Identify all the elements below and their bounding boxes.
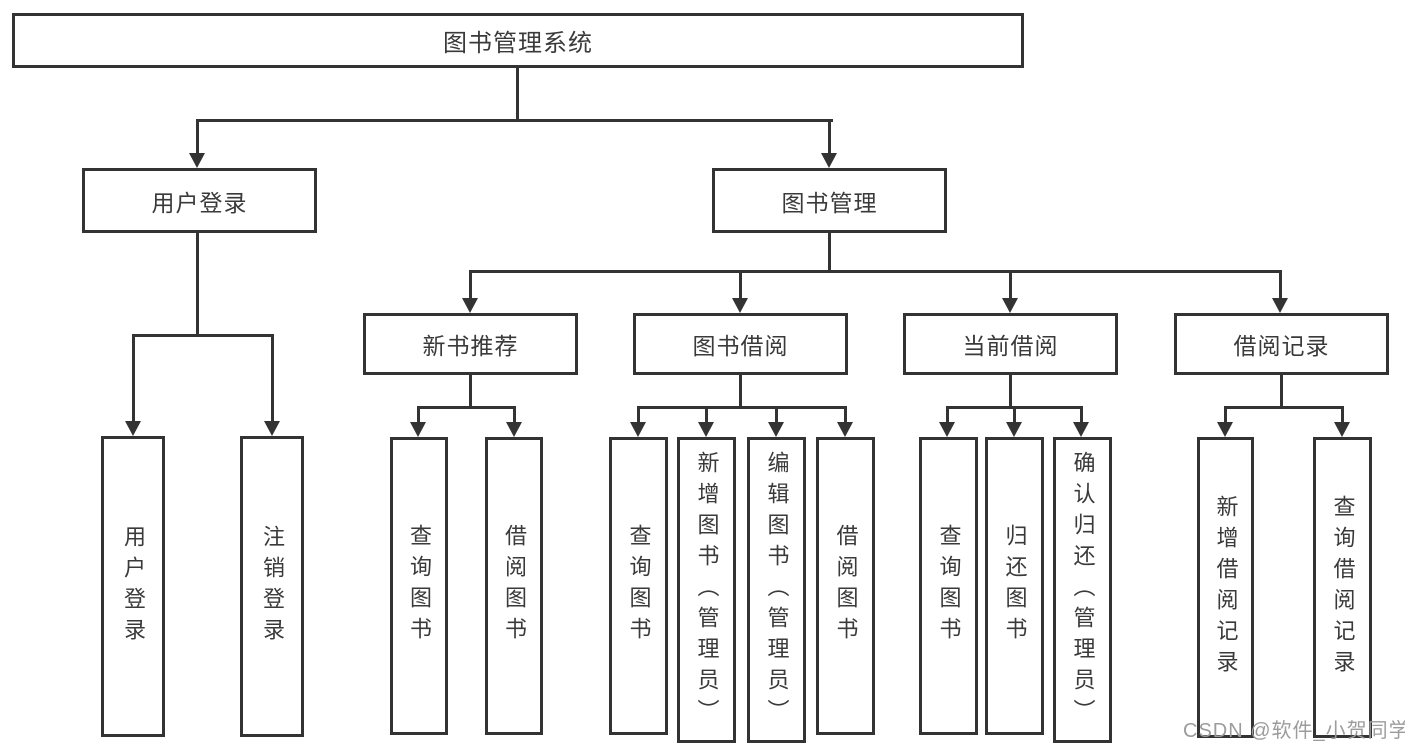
connector-newbooks-bar xyxy=(417,406,516,409)
arrowhead-cb-return xyxy=(1006,422,1022,437)
leaf-newbook-query-books-label: 查询图书 xyxy=(407,524,432,648)
leaf-borrowing-borrow-books: 借阅图书 xyxy=(816,437,875,735)
connector-newbooks-stem xyxy=(469,270,472,300)
connector-cb-query-stem xyxy=(946,406,949,424)
leaf-current-query-books-label: 查询图书 xyxy=(936,524,962,648)
node-library-management-system: 图书管理系统 xyxy=(12,13,1024,68)
connector-leaf-userlogin-stem xyxy=(132,334,135,422)
leaf-current-query-books: 查询图书 xyxy=(919,437,978,735)
leaf-edit-books-admin-label: 编辑图书（管理员） xyxy=(764,450,790,730)
connector-userlogin-bar xyxy=(132,334,274,337)
connector-newbooks-down xyxy=(469,375,472,409)
connector-root-stem xyxy=(516,67,519,121)
leaf-edit-books-admin: 编辑图书（管理员） xyxy=(747,437,806,743)
arrowhead-leaf-logout xyxy=(264,421,280,436)
arrowhead-userlogin xyxy=(189,153,205,168)
connector-bb-borrow-stem xyxy=(844,406,847,424)
leaf-newbook-borrow-books-label: 借阅图书 xyxy=(502,524,527,648)
leaf-logout: 注销登录 xyxy=(240,436,304,737)
connector-br-add-stem xyxy=(1224,406,1227,424)
leaf-borrowing-borrow-books-label: 借阅图书 xyxy=(833,524,859,648)
arrowhead-bb-add xyxy=(698,422,714,437)
arrowhead-br-query xyxy=(1334,422,1350,437)
leaf-add-borrow-record: 新增借阅记录 xyxy=(1197,437,1254,738)
connector-nb-borrow-stem xyxy=(513,406,516,424)
connector-level3-bar xyxy=(469,270,1282,273)
leaf-add-books-admin-label: 新增图书（管理员） xyxy=(694,450,720,730)
arrowhead-cb-query xyxy=(939,422,955,437)
arrowhead-bookmgmt xyxy=(821,153,837,168)
leaf-add-books-admin: 新增图书（管理员） xyxy=(677,437,736,743)
connector-userlogin-stem xyxy=(196,119,199,155)
leaf-newbook-query-books: 查询图书 xyxy=(390,437,448,735)
node-book-management: 图书管理 xyxy=(712,168,947,233)
arrowhead-bb-edit xyxy=(768,422,784,437)
arrowhead-nb-borrow xyxy=(506,422,522,437)
arrowhead-currentborrow xyxy=(1002,298,1018,313)
connector-bookmgmt-stem xyxy=(828,119,831,155)
leaf-user-login: 用户登录 xyxy=(101,436,165,737)
arrowhead-leaf-userlogin xyxy=(125,421,141,436)
leaf-query-borrow-record-label: 查询借阅记录 xyxy=(1330,494,1356,681)
leaf-borrowing-query-books: 查询图书 xyxy=(609,437,668,735)
leaf-confirm-return-admin-label: 确认归还（管理员） xyxy=(1070,450,1096,730)
arrowhead-bookborrow xyxy=(732,298,748,313)
leaf-logout-label: 注销登录 xyxy=(260,524,285,649)
connector-nb-query-stem xyxy=(417,406,420,424)
arrowhead-nb-query xyxy=(410,422,426,437)
connector-br-query-stem xyxy=(1341,406,1344,424)
arrowhead-borrowrecords xyxy=(1272,298,1288,313)
leaf-newbook-borrow-books: 借阅图书 xyxy=(485,437,543,735)
node-borrow-records: 借阅记录 xyxy=(1174,313,1389,375)
connector-borrowrecords-down xyxy=(1280,375,1283,409)
leaf-user-login-label: 用户登录 xyxy=(121,524,146,649)
connector-bookborrow-stem xyxy=(739,270,742,300)
connector-bb-add-stem xyxy=(705,406,708,424)
connector-currentborrow-stem xyxy=(1009,270,1012,300)
connector-bookmgmt-down xyxy=(828,233,831,273)
node-new-book-recommend: 新书推荐 xyxy=(363,313,578,375)
arrowhead-bb-query xyxy=(630,422,646,437)
connector-currentborrow-down xyxy=(1009,375,1012,409)
csdn-watermark: CSDN @软件_小贺同学 xyxy=(1183,720,1405,742)
node-current-borrowing: 当前借阅 xyxy=(903,313,1118,375)
connector-bb-query-stem xyxy=(637,406,640,424)
connector-userlogin-down xyxy=(196,233,199,337)
leaf-confirm-return-admin: 确认归还（管理员） xyxy=(1053,437,1112,743)
connector-cb-return-stem xyxy=(1013,406,1016,424)
leaf-query-borrow-record: 查询借阅记录 xyxy=(1313,437,1372,738)
node-user-login: 用户登录 xyxy=(82,168,317,233)
connector-bb-edit-stem xyxy=(775,406,778,424)
connector-cb-confirm-stem xyxy=(1080,406,1083,424)
leaf-return-books-label: 归还图书 xyxy=(1002,524,1028,648)
leaf-add-borrow-record-label: 新增借阅记录 xyxy=(1213,494,1239,681)
leaf-borrowing-query-books-label: 查询图书 xyxy=(626,524,652,648)
connector-level2-bar xyxy=(196,119,833,122)
arrowhead-cb-confirm xyxy=(1073,422,1089,437)
arrowhead-br-add xyxy=(1217,422,1233,437)
connector-borrowrecords-bar xyxy=(1224,406,1344,409)
arrowhead-newbooks xyxy=(462,298,478,313)
connector-leaf-logout-stem xyxy=(271,334,274,422)
leaf-return-books: 归还图书 xyxy=(985,437,1044,735)
connector-bookborrow-bar xyxy=(637,406,847,409)
connector-bookborrow-down xyxy=(739,375,742,409)
arrowhead-bb-borrow xyxy=(837,422,853,437)
connector-borrowrecords-stem xyxy=(1279,270,1282,300)
node-book-borrowing: 图书借阅 xyxy=(633,313,848,375)
